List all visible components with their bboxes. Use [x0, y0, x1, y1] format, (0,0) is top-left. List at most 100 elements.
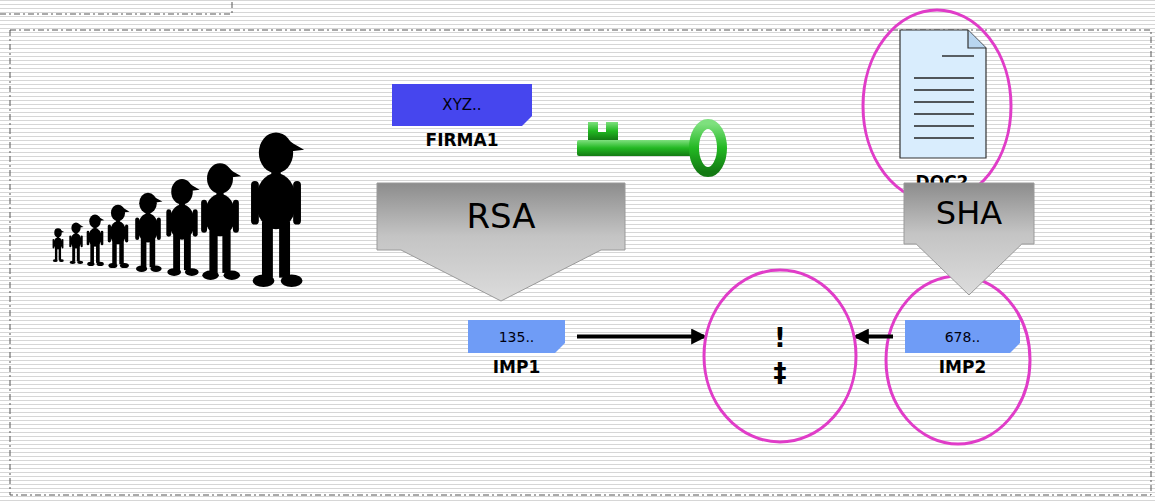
drawing-part	[262, 221, 273, 277]
block-label: IMP1	[466, 357, 567, 377]
comparison-arrow	[856, 335, 893, 339]
drawing-part	[150, 266, 161, 272]
drawing-part	[166, 209, 171, 236]
drawing-part	[233, 200, 239, 233]
drawing-part	[70, 261, 76, 264]
drawing-part	[72, 246, 75, 261]
value-text: 135..	[499, 329, 535, 345]
drawing-part	[77, 246, 80, 261]
comparison-symbol: ‡	[774, 356, 787, 391]
drawing-part	[914, 101, 974, 102]
drawing-part	[90, 244, 94, 263]
person-figure	[135, 193, 162, 272]
drawing-part	[157, 218, 161, 240]
highlight-circle	[886, 276, 1030, 444]
person-figure	[108, 205, 130, 268]
person-figure	[69, 222, 83, 264]
drawing-part	[281, 275, 303, 287]
drawing-part	[260, 136, 304, 151]
previous-frame-edge	[0, 0, 232, 14]
drawing-part	[108, 263, 117, 268]
drawing-part	[77, 261, 83, 264]
frame-border	[10, 30, 1151, 495]
drawing-part	[71, 233, 82, 248]
comparison-symbol: !	[774, 321, 786, 356]
comparison-circle: !‡	[702, 268, 858, 444]
drawing-part	[54, 237, 63, 249]
filled-box: 135..	[468, 320, 565, 353]
drawing-part	[172, 181, 199, 190]
drawing-part	[209, 230, 217, 272]
drawing-part	[72, 223, 84, 227]
value-text: 678..	[945, 329, 981, 345]
hash-block: 135.. IMP1	[466, 320, 567, 377]
drawing-part	[184, 235, 191, 270]
drawing-part	[55, 229, 65, 232]
drawing-part: SHA	[903, 182, 1035, 244]
drawing-part	[914, 77, 974, 78]
drawing-part	[968, 30, 986, 48]
drawing-part	[704, 270, 856, 442]
drawing-part	[914, 89, 974, 90]
person-figure	[87, 215, 105, 266]
drawing-part	[140, 195, 162, 203]
drawing-part	[173, 235, 180, 270]
drawing-part	[112, 206, 130, 212]
drawing-part	[53, 259, 58, 262]
drawing-part	[108, 224, 111, 242]
drawing-part	[119, 241, 123, 264]
drawing-part	[81, 235, 83, 247]
drawing-part	[88, 228, 102, 247]
document-icon: DOC2	[887, 28, 997, 192]
drawing-part	[222, 230, 230, 272]
drawing-part	[110, 221, 127, 244]
drawing-part	[377, 183, 625, 301]
drawing-part	[90, 216, 105, 221]
drawing-part	[120, 263, 129, 268]
block-label: IMP2	[903, 357, 1022, 377]
drawing-part	[141, 238, 147, 267]
filled-box: XYZ..	[392, 84, 532, 126]
drawing-part	[87, 262, 94, 266]
algorithm-name: SHA	[936, 194, 1002, 232]
person-figure	[251, 133, 304, 287]
drawing-part	[904, 183, 1034, 295]
drawing-part	[942, 55, 974, 56]
comparison-arrow	[577, 335, 704, 339]
drawing-part	[125, 224, 128, 242]
drawing-part	[101, 231, 104, 246]
drawing-part	[55, 248, 57, 260]
drawing-part	[87, 231, 90, 246]
people-figures	[53, 133, 305, 287]
key-shaft	[577, 140, 697, 156]
key-teeth	[588, 122, 618, 140]
drawing-part	[256, 173, 297, 229]
drawing-part	[193, 209, 198, 236]
drawing-part	[135, 218, 139, 240]
circle-outline	[702, 268, 858, 444]
drawing-part	[136, 266, 147, 272]
drawing-part	[96, 244, 100, 263]
filled-box: 678..	[905, 320, 1020, 353]
person-figure	[166, 179, 199, 276]
drawing-part	[914, 113, 974, 114]
key-icon	[577, 122, 722, 172]
key-ring	[694, 124, 722, 172]
drawing-part	[208, 166, 241, 177]
document-shape	[892, 28, 992, 160]
drawing-part	[914, 137, 974, 138]
process-arrow: RSA	[376, 182, 626, 302]
drawing-part	[53, 239, 55, 249]
process-arrow: SHA	[903, 182, 1035, 296]
person-figure	[201, 163, 241, 280]
drawing-part	[251, 181, 259, 225]
hash-block: 678.. IMP2	[903, 320, 1022, 377]
drawing-part	[279, 221, 290, 277]
drawing-part	[253, 275, 275, 287]
drawing-part	[900, 30, 986, 158]
drawing-part	[205, 194, 236, 236]
drawing-part	[167, 268, 181, 276]
